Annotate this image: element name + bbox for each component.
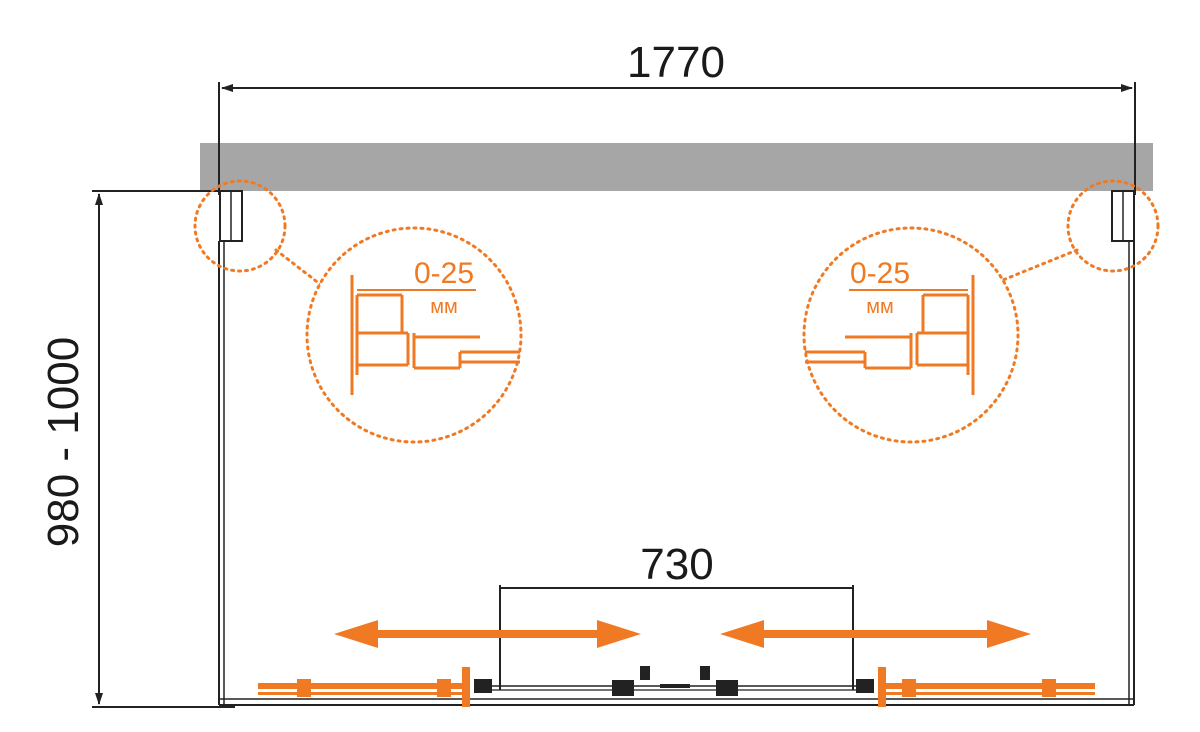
roller [1042, 679, 1056, 697]
right-side-panel [1111, 190, 1135, 705]
left-sliding-door [258, 667, 492, 707]
roller [297, 679, 311, 697]
depth-dimension: 980 - 1000 [39, 190, 235, 708]
roller-dark [856, 679, 874, 693]
overall-width-label: 1770 [627, 38, 725, 87]
opening-width-dimension: 730 [499, 540, 854, 690]
door-handle [462, 667, 470, 707]
depth-label: 980 - 1000 [39, 337, 88, 547]
left-detail-range: 0-25 [414, 257, 474, 290]
door-handle [878, 667, 886, 707]
roller-dark [474, 679, 492, 693]
left-detail-callout: 0-25 мм [193, 179, 523, 444]
overall-width-dimension: 1770 [218, 38, 1136, 195]
roller [437, 679, 451, 697]
double-arrow-left-door [334, 620, 641, 648]
double-arrow-right-door [720, 620, 1031, 648]
center-fittings [612, 666, 738, 696]
left-side-panel [218, 190, 243, 705]
roller [902, 679, 916, 697]
right-detail-unit: мм [866, 296, 894, 318]
right-detail-range: 0-25 [850, 257, 910, 290]
right-sliding-door [856, 667, 1095, 707]
right-detail-callout: 0-25 мм [802, 179, 1160, 444]
opening-width-label: 730 [640, 540, 713, 589]
wall [200, 143, 1153, 191]
left-detail-unit: мм [430, 296, 458, 318]
